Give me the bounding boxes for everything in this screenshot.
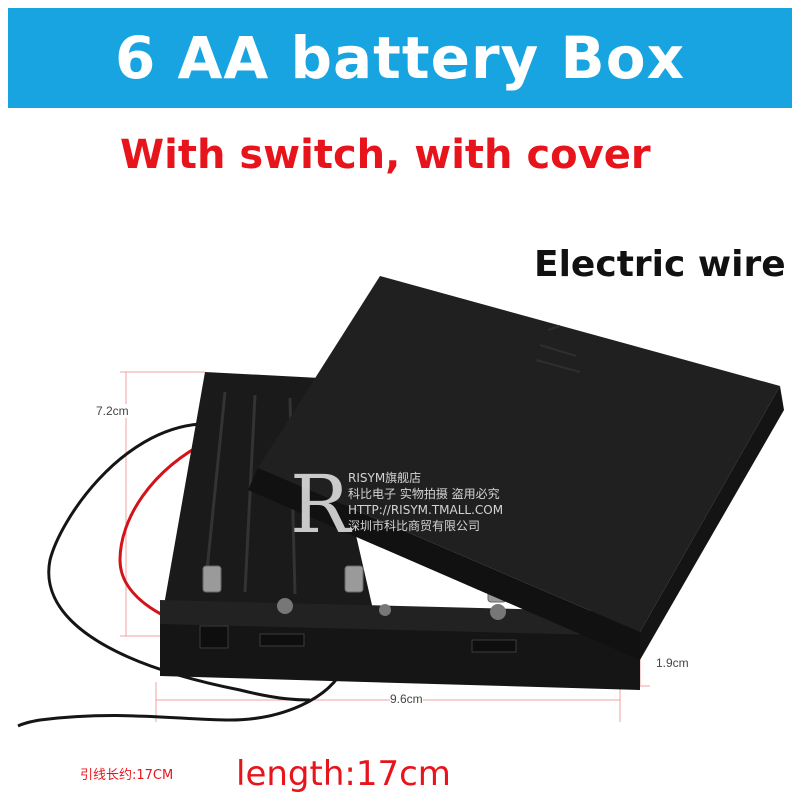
title: 6 AA battery Box (114, 24, 686, 92)
lead-length: length:17cm (236, 754, 451, 794)
height-dimension: 1.9cm (656, 656, 689, 670)
watermark-logo: R (290, 458, 351, 551)
watermark-line: 科比电子 实物拍摄 盗用必究 (348, 487, 500, 501)
watermark-line: RISYM旗舰店 (348, 471, 422, 485)
black-wire-end (17, 664, 347, 728)
length-dimension: 9.6cm (390, 692, 423, 706)
watermark-line: 深圳市科比商贸有限公司 (348, 519, 481, 533)
black-wire (47, 422, 311, 702)
width-dimension: 7.2cm (96, 404, 129, 418)
watermark-line: HTTP://RISYM.TMALL.COM (348, 503, 504, 517)
subtitle: With switch, with cover (120, 132, 651, 178)
battery-cover (248, 276, 784, 660)
lead-length-cn: 引线长约:17CM (80, 768, 174, 783)
title-banner: 6 AA battery Box (8, 8, 792, 108)
electric-wire-label: Electric wire (534, 244, 786, 285)
